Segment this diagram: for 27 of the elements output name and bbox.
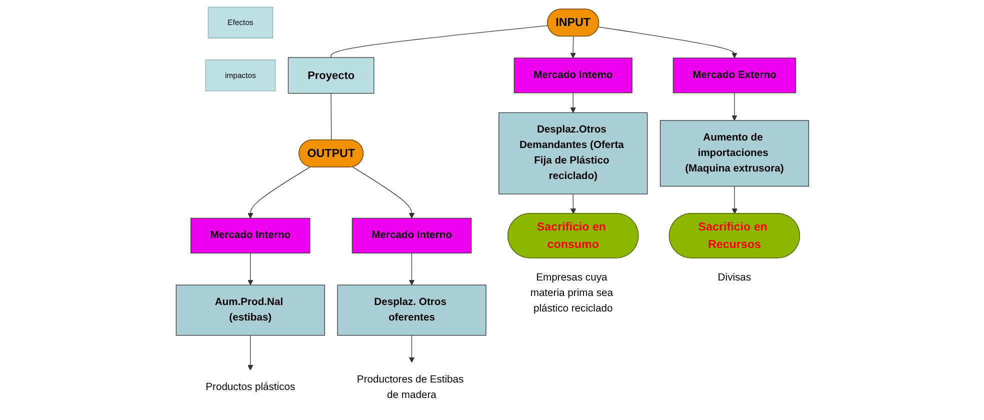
arrow (408, 335, 414, 363)
connector (330, 25, 548, 58)
node-box: Mercado Externo (672, 58, 796, 94)
arrow (731, 186, 738, 214)
connector (330, 93, 332, 140)
node-label: Divisas (717, 272, 751, 284)
arrow (570, 92, 576, 113)
arrow (570, 36, 576, 58)
arrow (731, 92, 737, 121)
arrow (598, 26, 737, 58)
node-text: Productores de Estibas de madera (356, 374, 464, 401)
node-box: Mercado Intemo (513, 58, 632, 94)
node-box: Desplaz.Otros Demandantes (Oferta Fija de Plástico reciclado) (498, 112, 648, 194)
arrow (247, 252, 253, 286)
node-box: Aumento de importaciones (Maquina extrusora) (659, 120, 809, 187)
arrow (570, 194, 576, 214)
node-text: Productos plásticos (205, 382, 295, 393)
arrow (247, 335, 253, 370)
arrow (408, 252, 414, 286)
node-box: Aum.Prod.Nal (estibas) (175, 284, 325, 336)
node-box: Mercado Interno (190, 218, 310, 254)
arrow (352, 166, 414, 218)
node-box: Proyecto (287, 57, 374, 94)
node-box: Mercado Interno (351, 218, 472, 254)
node-label: Empresas cuya materia prima sea plástico reciclado (530, 272, 613, 314)
node-box: Desplaz. Otros oferentes (336, 284, 486, 336)
arrow (247, 166, 310, 218)
